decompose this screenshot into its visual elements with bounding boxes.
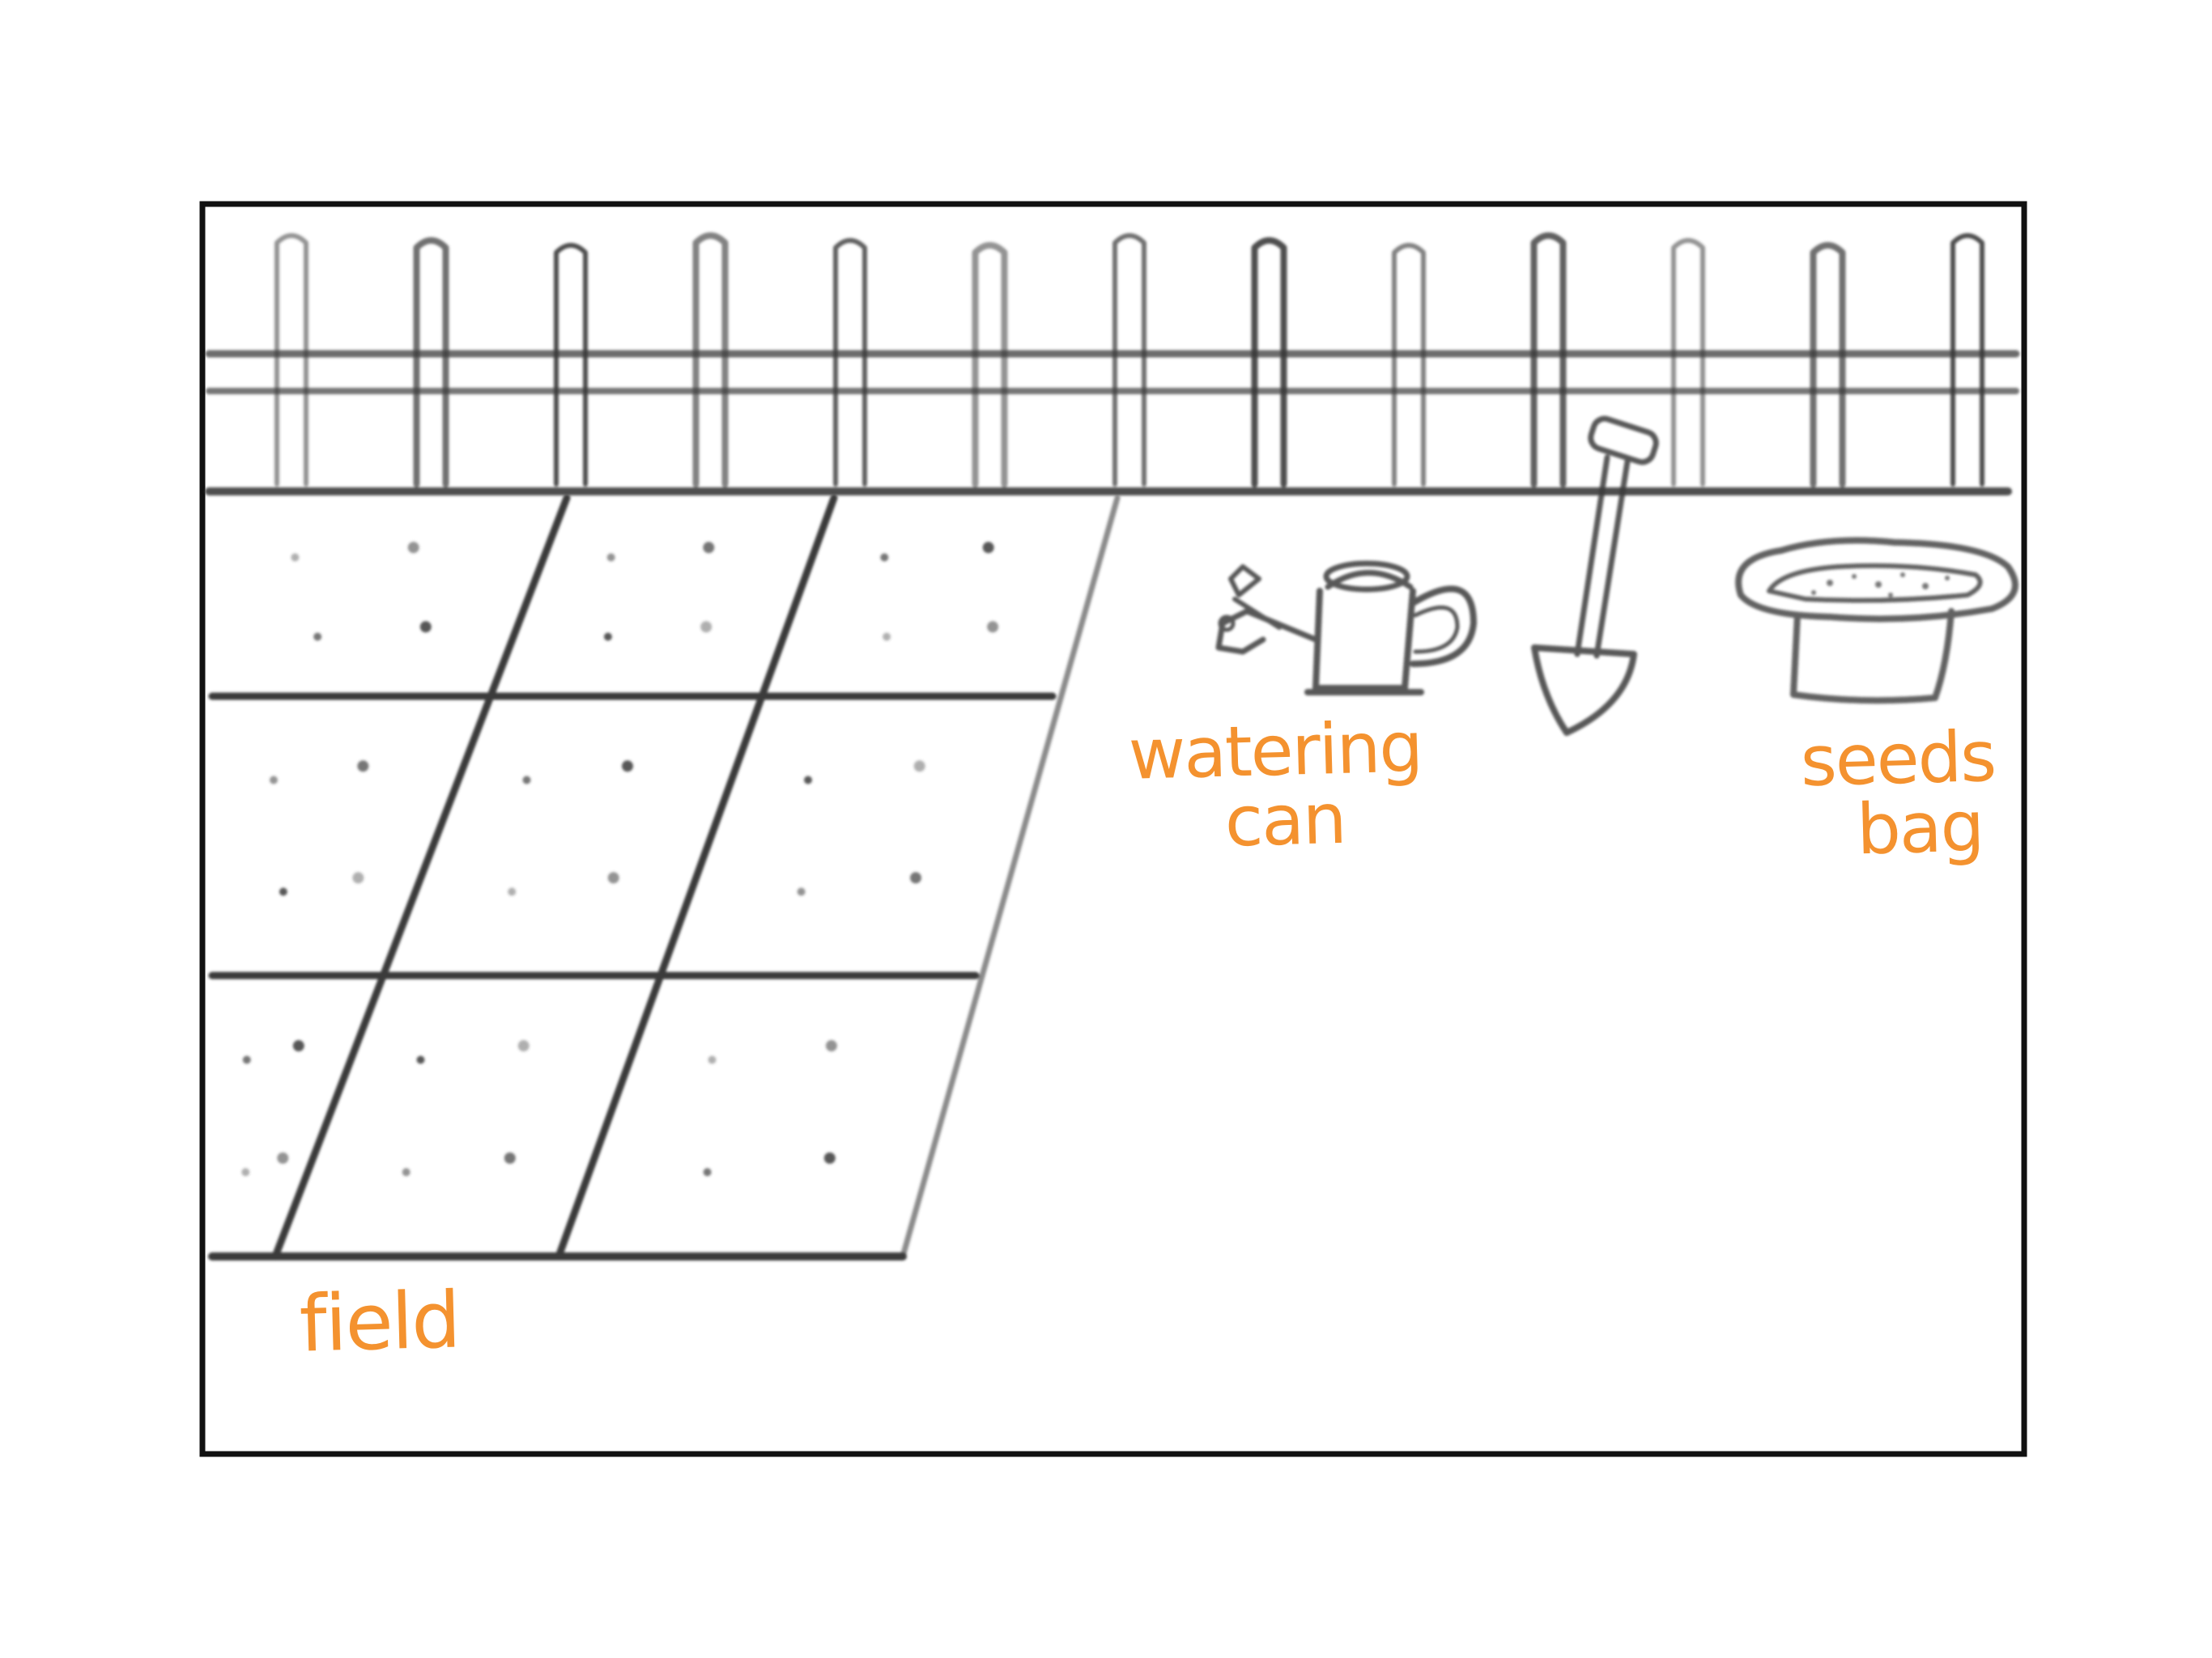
seed-dot xyxy=(880,554,888,562)
shovel-icon[interactable] xyxy=(1534,416,1659,733)
seed-dot xyxy=(243,1056,251,1064)
seed-dot xyxy=(987,621,998,632)
watering-can-icon[interactable] xyxy=(1219,563,1474,692)
fence-post xyxy=(696,236,725,484)
seed-dot xyxy=(420,621,432,632)
seed-dot xyxy=(291,554,299,562)
seed-dot xyxy=(883,633,891,641)
watering-can-label-line1: watering xyxy=(1128,712,1423,789)
fence xyxy=(209,236,2016,491)
seed-dot xyxy=(352,872,364,883)
fence-posts xyxy=(277,236,1982,484)
fence-post xyxy=(1115,236,1144,484)
seed-dot xyxy=(279,888,287,896)
seeds-inside-bag xyxy=(1811,572,1950,597)
seed-dot xyxy=(700,621,712,632)
fence-post xyxy=(1534,236,1563,484)
field[interactable] xyxy=(212,498,1117,1256)
fence-post xyxy=(277,236,306,484)
seed-dot xyxy=(508,888,516,896)
fence-post xyxy=(1953,236,1982,484)
fence-post xyxy=(1674,240,1703,484)
fence-post xyxy=(1394,245,1423,484)
seed-dot xyxy=(402,1168,410,1176)
fence-post xyxy=(417,240,446,484)
seeds-bag-label-line1: seeds xyxy=(1800,722,1996,797)
seed-dot xyxy=(826,1040,837,1052)
seed-dot xyxy=(704,1168,712,1176)
seed-dot xyxy=(804,776,812,784)
seed-dot xyxy=(798,888,806,896)
seed-dot xyxy=(708,1056,717,1064)
field-label: field xyxy=(299,1281,461,1363)
seed-dot xyxy=(983,542,994,553)
seed-dot xyxy=(523,776,531,784)
fence-post xyxy=(836,240,865,484)
seed-dot xyxy=(622,760,633,772)
seed-dot xyxy=(914,760,925,772)
seed-dot xyxy=(608,872,619,883)
seed-dot xyxy=(241,1168,249,1176)
seed-dot xyxy=(910,872,921,883)
watering-can-label: watering can xyxy=(1128,712,1424,859)
fence-post xyxy=(976,245,1005,484)
field-label-text: field xyxy=(299,1281,461,1363)
seed-dot xyxy=(824,1153,836,1164)
field-grid-lines xyxy=(212,498,1117,1256)
seeds-bag-label-line2: bag xyxy=(1842,792,1997,865)
seed-dot xyxy=(270,776,278,784)
seed-dot xyxy=(293,1040,304,1052)
seed-dot xyxy=(607,554,615,562)
seed-dot xyxy=(357,760,368,772)
seeds-bag-label: seeds bag xyxy=(1800,722,1997,866)
seed-dot xyxy=(703,542,714,553)
seed-dot xyxy=(518,1040,530,1052)
seed-dot xyxy=(277,1153,288,1164)
fence-post xyxy=(1255,240,1284,484)
seed-dot xyxy=(313,633,321,641)
seed-dot xyxy=(417,1056,425,1064)
seed-dot xyxy=(408,542,419,553)
seed-dot xyxy=(604,633,612,641)
seeds-bag-icon[interactable] xyxy=(1738,541,2015,701)
seed-dot xyxy=(504,1153,516,1164)
fence-post xyxy=(556,245,585,484)
fence-post xyxy=(1814,245,1843,484)
